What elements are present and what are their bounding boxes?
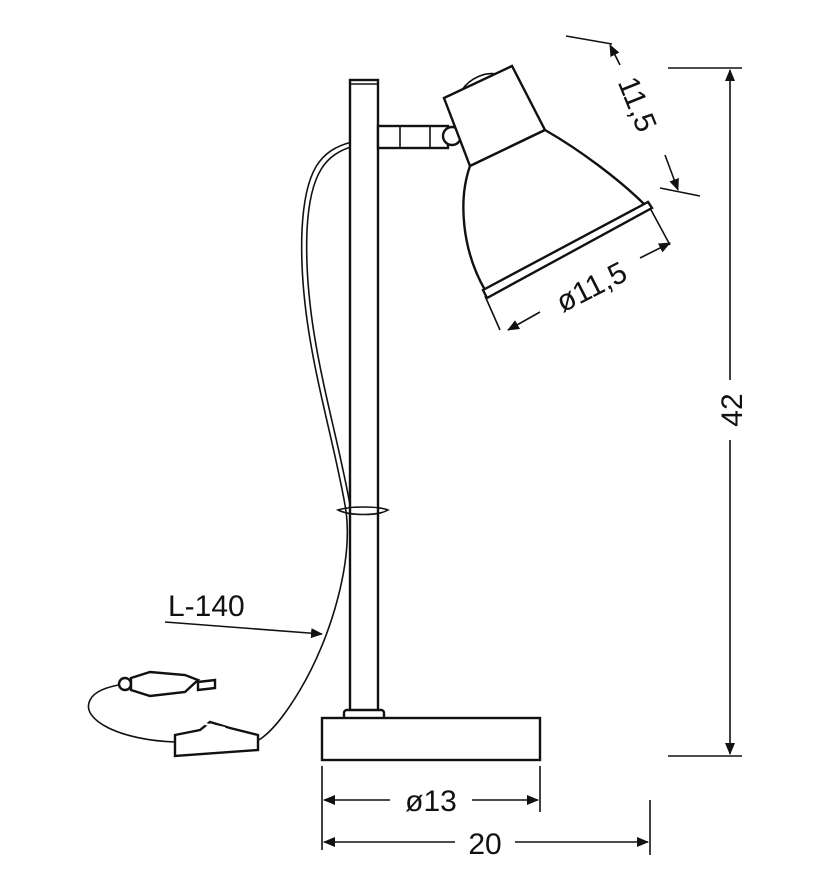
power-cord — [254, 141, 353, 743]
inline-switch — [173, 720, 260, 758]
plug — [117, 670, 217, 698]
lamp-pole — [348, 78, 380, 714]
cable-length-callout: L-140 — [164, 590, 323, 639]
head-length-label: 11,5 — [611, 72, 663, 136]
height-label: 42 — [716, 393, 749, 426]
lamp-arm — [376, 124, 450, 150]
width-dimension: 20 — [323, 800, 651, 861]
cable-clip — [335, 506, 390, 516]
height-dimension: 42 — [668, 67, 749, 757]
cable-length-label: L-140 — [168, 590, 245, 623]
base-diameter-dimension: ø13 — [321, 766, 541, 850]
width-label: 20 — [468, 828, 501, 861]
plug-cord — [87, 683, 176, 743]
power-cord-inner — [305, 145, 355, 506]
lamp-base — [320, 716, 542, 762]
base-diameter-label: ø13 — [405, 785, 457, 818]
shade-diameter-label: ø11,5 — [551, 256, 632, 319]
lamp-head — [442, 64, 654, 300]
